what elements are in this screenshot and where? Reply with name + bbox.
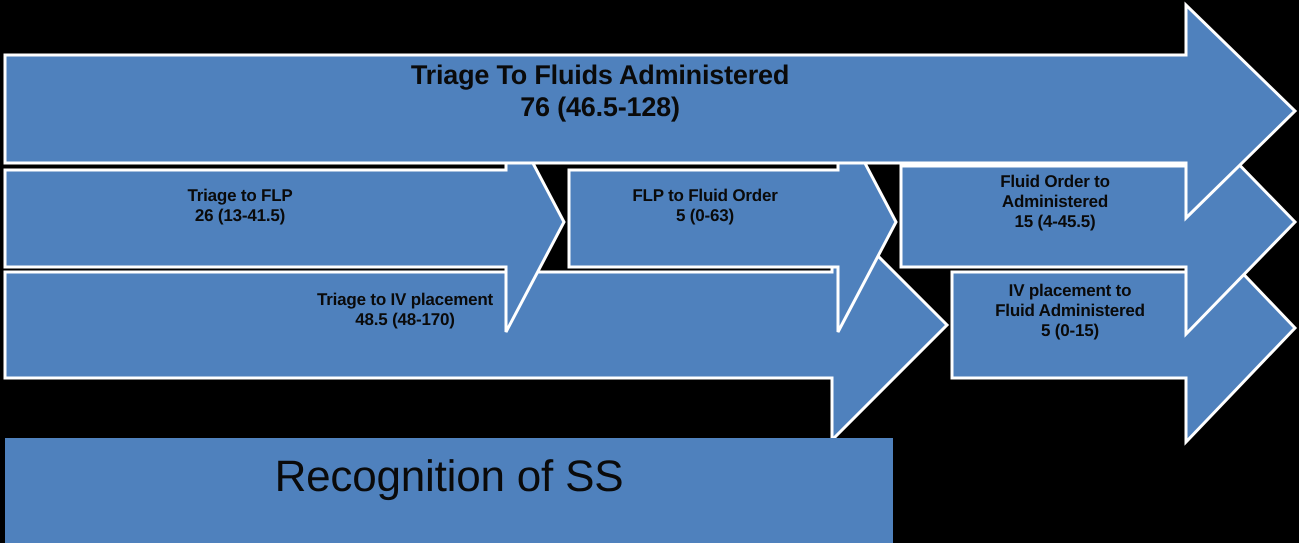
label-line-2: 26 (13-41.5) (194, 206, 286, 226)
label-line-3: 5 (0-15) (1041, 321, 1099, 341)
banner-recognition-of-ss[interactable] (5, 438, 893, 543)
label-recognition-of-ss: Recognition of SS (5, 455, 893, 499)
label-line-1: FLP to Fluid Order (632, 186, 778, 205)
label-line-1: Triage To Fluids Administered (410, 60, 790, 90)
label-line-1: Triage to IV placement (316, 290, 494, 309)
label-line-3: 15 (4-45.5) (1014, 212, 1096, 232)
label-triage-to-fluids-administered: Triage To Fluids Administered 76 (46.5-1… (300, 60, 900, 124)
label-line-1: IV placement to (1008, 281, 1132, 300)
label-line-2: 48.5 (48-170) (355, 310, 455, 330)
label-line-2: 5 (0-63) (676, 206, 734, 226)
label-fluid-order-to-administered: Fluid Order to Administered 15 (4-45.5) (940, 172, 1170, 232)
label-line-2: Administered (1001, 192, 1109, 212)
label-line-1: Fluid Order to (1000, 172, 1110, 191)
label-line-2: 76 (46.5-128) (520, 91, 680, 122)
label-triage-to-iv-placement: Triage to IV placement 48.5 (48-170) (170, 290, 640, 330)
label-triage-to-flp: Triage to FLP 26 (13-41.5) (90, 186, 390, 226)
label-line-2: Fluid Administered (995, 301, 1145, 321)
arrow-triage-to-fluids-administered[interactable] (3, 1, 1298, 222)
label-flp-to-fluid-order: FLP to Fluid Order 5 (0-63) (570, 186, 840, 226)
label-line-1: Triage to FLP (187, 186, 293, 205)
label-line-1: Recognition of SS (274, 452, 624, 501)
label-iv-placement-to-fluid-administered: IV placement to Fluid Administered 5 (0-… (950, 281, 1190, 341)
